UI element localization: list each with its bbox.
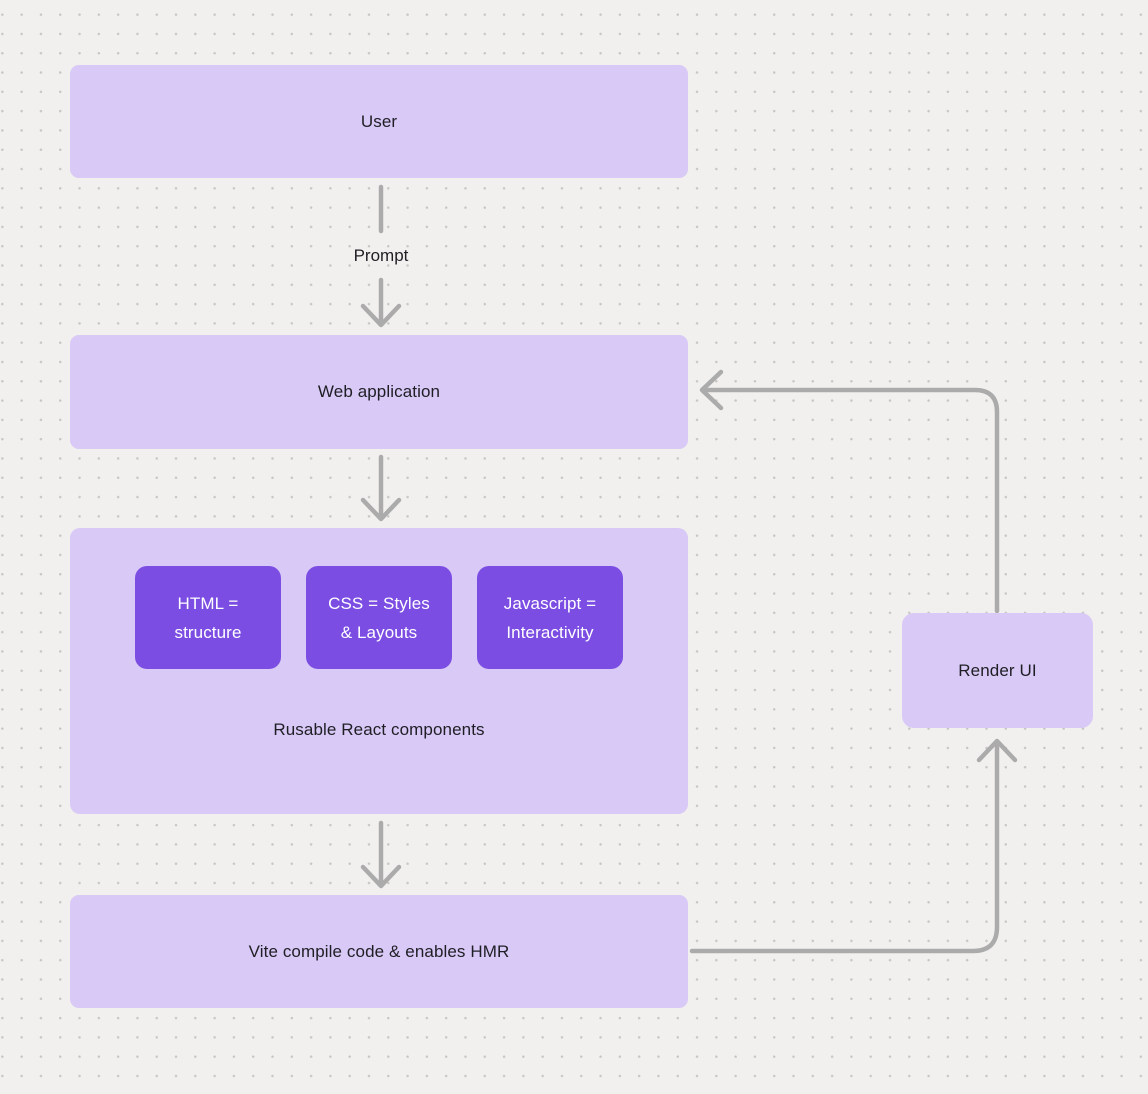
arrowhead-up-icon (976, 738, 1018, 763)
edge-web-application-to-components (360, 454, 402, 522)
node-render-ui-label: Render UI (958, 660, 1037, 680)
components-group-caption: Rusable React components (273, 720, 485, 739)
node-vite-label: Vite compile code & enables HMR (248, 941, 510, 961)
node-css: CSS = Styles & Layouts (306, 566, 452, 669)
node-html: HTML = structure (135, 566, 281, 669)
node-user: User (70, 65, 688, 178)
edge-label-prompt: Prompt (353, 246, 409, 265)
node-user-label: User (360, 111, 398, 131)
arrowhead-down-icon (360, 303, 402, 328)
node-components-group: HTML = structure CSS = Styles & Layouts … (70, 528, 688, 814)
node-render-ui: Render UI (902, 613, 1093, 728)
edge-vite-to-render-ui (689, 738, 1018, 954)
node-vite: Vite compile code & enables HMR (70, 895, 688, 1008)
node-web-application-label: Web application (317, 382, 441, 401)
node-html-label: HTML = structure (174, 593, 242, 642)
node-css-label: CSS = Styles & Layouts (328, 593, 430, 642)
arrowhead-down-icon (360, 497, 402, 522)
node-javascript-label: Javascript = Interactivity (503, 593, 597, 642)
edge-components-to-vite (360, 820, 402, 889)
components-row: HTML = structure CSS = Styles & Layouts … (70, 566, 688, 669)
arrowhead-down-icon (360, 864, 402, 889)
edge-render-ui-to-web-application (699, 369, 1000, 614)
arrowhead-left-icon (699, 369, 724, 411)
node-javascript: Javascript = Interactivity (477, 566, 623, 669)
node-web-application: Web application (70, 335, 688, 449)
